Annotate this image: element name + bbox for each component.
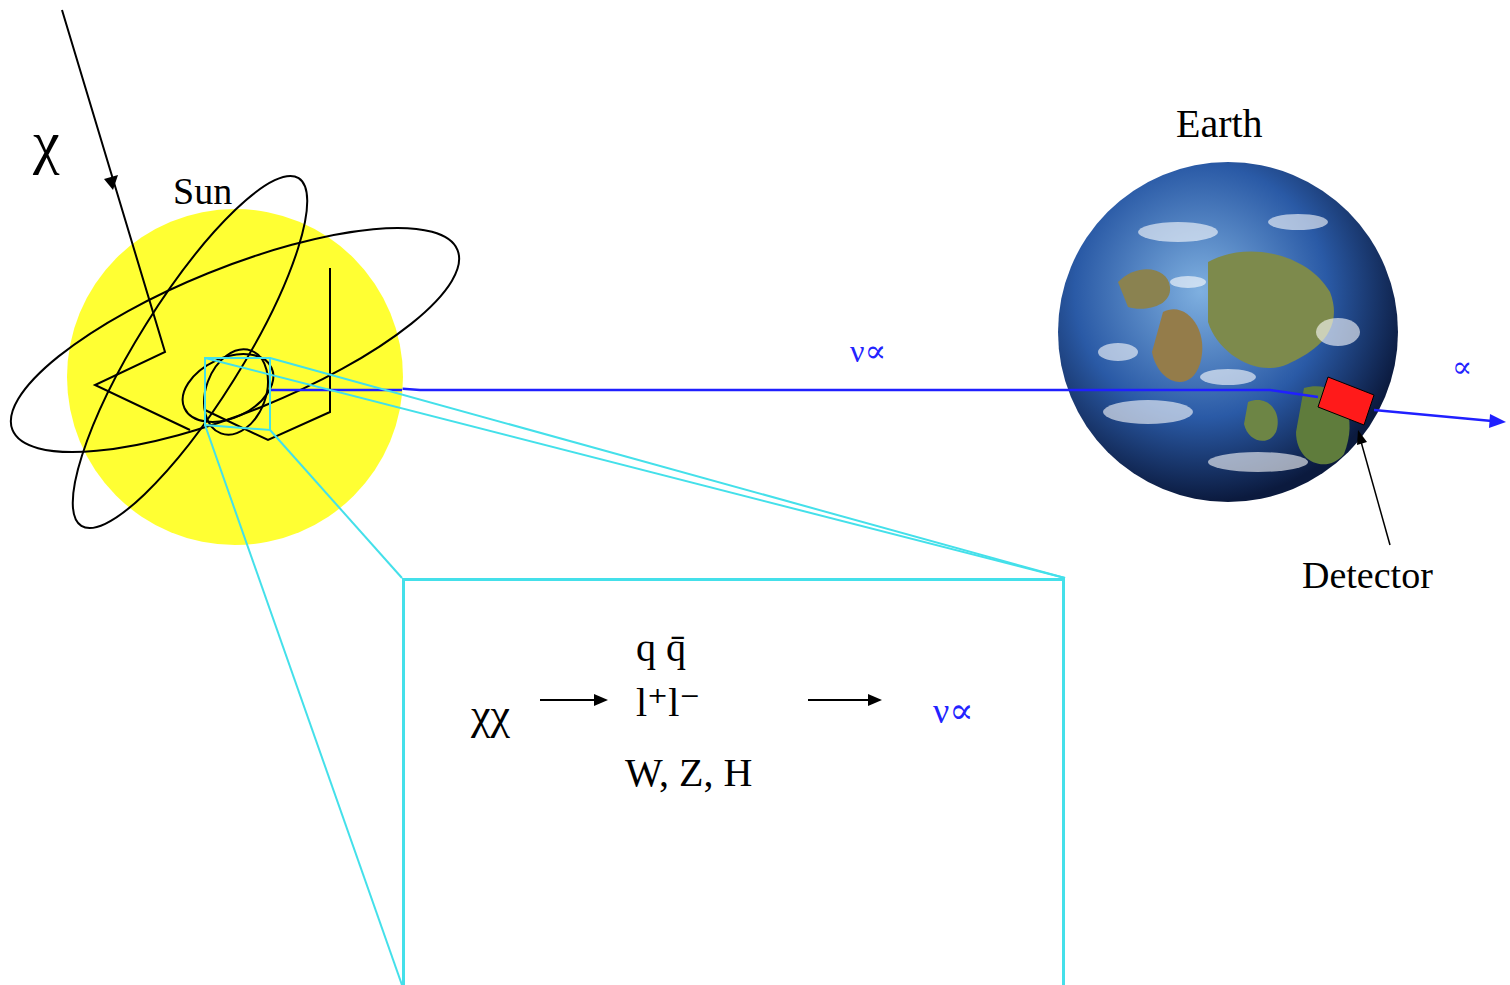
orbit [37, 151, 342, 554]
zoom-region [205, 358, 270, 430]
particle-label: χχ [471, 693, 510, 737]
orbit [0, 183, 484, 496]
orbit [172, 341, 284, 436]
continent [1118, 269, 1170, 309]
cloud [1316, 318, 1360, 346]
globe [1058, 162, 1398, 502]
sun-circle: Sun [67, 207, 403, 547]
continent [1152, 309, 1202, 382]
arrowhead [1489, 414, 1506, 428]
orbit [193, 340, 279, 443]
continent [1244, 400, 1278, 441]
detector-box: Detector [1318, 375, 1374, 427]
reaction-arrow [808, 699, 870, 701]
zoom-inset: χχ q q̄ l⁺l⁻ W, Z, H ν∝ [402, 578, 1065, 985]
edge-label: ν∝ [848, 334, 888, 368]
particle-symbol: ∝ [1452, 352, 1472, 382]
orbits [0, 10, 484, 553]
cloud [1138, 222, 1218, 242]
particle-label: q q̄ [636, 628, 686, 668]
reaction-arrow [540, 699, 596, 701]
particle-label: W, Z, H [625, 753, 752, 793]
neutrino-ray [270, 389, 402, 392]
sun-shape [67, 207, 403, 547]
earth-shape [1058, 162, 1398, 502]
neutrino-path [403, 389, 1318, 397]
earth-globe: EarthDetector [1058, 162, 1398, 502]
zoom-lines [205, 358, 1065, 985]
arrowhead [594, 694, 608, 706]
cloud [1103, 400, 1193, 424]
cloud [1098, 343, 1138, 361]
sun-disc [67, 209, 403, 545]
particle-symbol: χ [33, 112, 60, 172]
detector-shape [1318, 375, 1374, 427]
arrowhead [868, 694, 882, 706]
muon-track [1374, 410, 1492, 421]
node-heading: Sun [173, 172, 232, 210]
trajectory [205, 268, 330, 440]
cloud [1170, 276, 1206, 288]
node-heading: Detector [1302, 556, 1433, 594]
zoom-line [205, 358, 1065, 578]
arrowhead [104, 175, 118, 190]
cloud [1268, 214, 1328, 230]
leader-line [1360, 438, 1390, 545]
zoom-line [205, 425, 402, 985]
particle-label: l⁺l⁻ [636, 683, 700, 723]
node-heading: Earth [1176, 104, 1263, 144]
incoming-trajectory [62, 10, 190, 430]
zoom-line [270, 430, 402, 578]
cloud [1208, 452, 1308, 472]
cloud [1200, 369, 1256, 385]
particle-label: ν∝ [933, 693, 974, 729]
arrowhead [1357, 430, 1367, 445]
zoom-line [270, 358, 1065, 578]
detector-block [1318, 377, 1374, 425]
continent [1208, 252, 1334, 369]
